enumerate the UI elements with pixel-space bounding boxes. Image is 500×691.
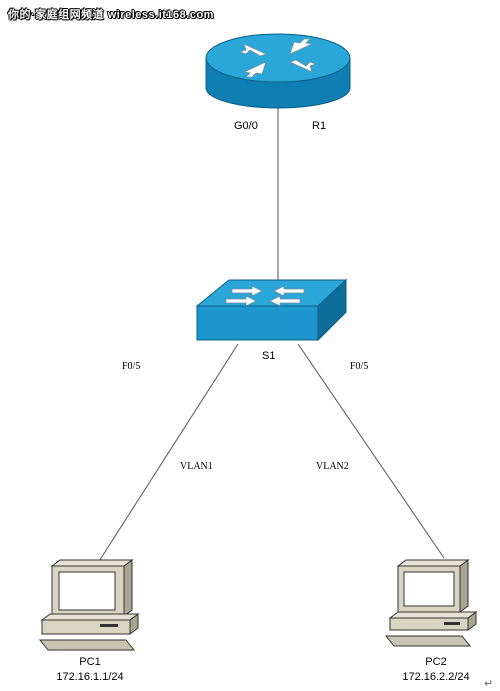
- link-switch-pc1: [95, 343, 239, 567]
- vlan1-label: VLAN1: [180, 461, 213, 472]
- router-interface-label: G0/0: [234, 120, 258, 132]
- pc1-icon: [38, 559, 140, 651]
- switch-right-port-label: F0/5: [350, 361, 369, 372]
- switch-name-label: S1: [262, 350, 276, 362]
- pc1-name-label: PC1: [79, 656, 101, 668]
- watermark: 你的·家庭组网频道 wireless.it168.com: [8, 9, 214, 21]
- pc2-icon: [384, 559, 478, 647]
- pc2-ip-label: 172.16.2.2/24: [402, 671, 470, 683]
- pc1-ip-label: 172.16.1.1/24: [56, 671, 124, 683]
- router-icon: [205, 33, 351, 109]
- pc2-name-label: PC2: [425, 656, 447, 668]
- switch-icon: [195, 278, 348, 342]
- link-switch-pc2: [297, 343, 445, 559]
- switch-left-port-label: F0/5: [122, 361, 141, 372]
- vlan2-label: VLAN2: [316, 461, 349, 472]
- router-name-label: R1: [312, 120, 327, 132]
- return-mark-icon: ↵: [484, 677, 493, 690]
